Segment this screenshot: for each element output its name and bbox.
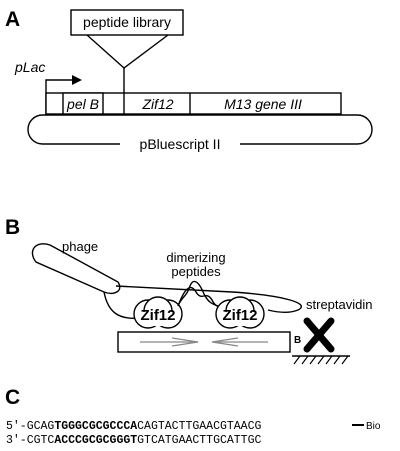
- panel-c-label: C: [5, 386, 20, 409]
- dimerizing-label-line2: peptides: [171, 264, 221, 279]
- top-strand-site: TGGGCGCGCCCA: [54, 420, 137, 433]
- plac-arrowhead-icon: [72, 75, 82, 85]
- dna-site-arrows: [140, 337, 268, 347]
- phage-label: phage: [62, 239, 98, 254]
- top-strand: 5'-GCAGTGGGCGCGCCCACAGTACTTGAACGTAACG: [6, 420, 261, 433]
- pel-b-segment: [62, 92, 104, 115]
- biotin-tag: Bio: [366, 421, 381, 432]
- zif12-gene-label: Zif12: [141, 96, 173, 112]
- biotin-mark: B: [294, 335, 301, 346]
- dimerizing-label-line1: dimerizing: [166, 250, 225, 265]
- bottom-strand-site: ACCCGCGCGGGT: [54, 434, 137, 447]
- dna-duplex: [117, 331, 291, 353]
- phage-filament: [31, 243, 121, 295]
- top-strand-post: CAGTACTTGAACGTAACG: [137, 420, 261, 433]
- zif12-right-label: Zif12: [222, 307, 257, 324]
- pel-b-label: pel B: [66, 96, 99, 112]
- streptavidin-label: streptavidin: [306, 297, 372, 312]
- peptide-library-box: [70, 9, 184, 36]
- streptavidin-icon: [303, 317, 335, 353]
- bottom-strand-end: 3'-: [6, 434, 27, 447]
- bottom-strand-post: GTCATGAACTTGCATTGC: [137, 434, 261, 447]
- zif12-right: Zif12: [215, 296, 265, 329]
- panel-b-label: B: [5, 216, 20, 239]
- bottom-strand: 3'-CGTCACCCGCGCGGGTGTCATGAACTTGCATTGC: [6, 434, 261, 447]
- coiled-coil-peptides: [177, 280, 219, 307]
- plac-label: pLac: [14, 59, 45, 75]
- zif12-left-label: Zif12: [140, 307, 175, 324]
- insertion-funnel: [86, 34, 169, 69]
- top-strand-end: 5'-: [6, 420, 27, 433]
- panel-a-label: A: [5, 8, 20, 31]
- zif12-left: Zif12: [133, 296, 183, 329]
- plasmid-label-bg: [120, 138, 240, 150]
- solid-surface: [292, 355, 350, 365]
- peptide-library-label: peptide library: [83, 14, 171, 30]
- plasmid-label: pBluescript II: [140, 136, 221, 152]
- bottom-strand-pre: CGTC: [27, 434, 55, 447]
- fusion-gene-bar: [45, 92, 342, 115]
- phage-body-top: [115, 285, 302, 313]
- top-strand-pre: GCAG: [27, 420, 55, 433]
- m13-gene-iii-label: M13 gene III: [224, 96, 302, 112]
